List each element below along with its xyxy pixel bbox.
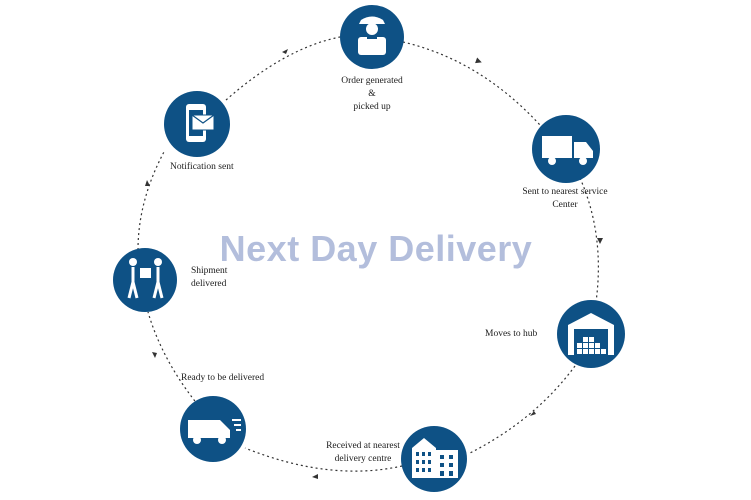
delivery-person-icon xyxy=(358,16,386,55)
connector-received-to-ready xyxy=(244,447,403,472)
delivery-van-icon xyxy=(188,419,241,444)
step-hub-label: Moves to hub xyxy=(485,329,538,339)
step-notify-node xyxy=(164,91,230,157)
handover-icon xyxy=(127,258,164,299)
arrowhead-6 xyxy=(145,180,150,186)
step-delivered-node xyxy=(113,248,177,312)
diagram-title: Next Day Delivery xyxy=(219,228,533,269)
flow-arrowheads xyxy=(145,49,603,479)
connector-delivered-to-notify xyxy=(137,149,166,251)
connector-ready-to-delivered xyxy=(147,311,199,406)
step-service-node xyxy=(532,115,600,183)
connector-service-to-hub xyxy=(579,177,599,303)
step-order-node xyxy=(340,5,404,69)
arrowhead-1 xyxy=(475,57,482,64)
step-order-label: Order generated&picked up xyxy=(341,76,403,112)
arrowhead-7 xyxy=(282,49,288,54)
connector-notify-to-order xyxy=(225,36,341,101)
step-ready-node xyxy=(180,396,246,462)
connector-order-to-service xyxy=(402,41,541,126)
arrowhead-4 xyxy=(312,474,318,479)
phone-mail-icon xyxy=(186,104,215,142)
step-notify-label: Notification sent xyxy=(170,162,234,172)
arrowhead-3 xyxy=(530,411,536,416)
truck-icon xyxy=(542,136,593,165)
step-received-node xyxy=(401,426,467,492)
arrowhead-2 xyxy=(597,238,603,244)
connector-hub-to-received xyxy=(469,365,576,454)
step-ready-label: Ready to be delivered xyxy=(181,373,265,383)
building-icon xyxy=(412,438,458,478)
arrowhead-5 xyxy=(152,352,157,358)
step-hub-node xyxy=(557,300,625,368)
flow-connectors xyxy=(137,36,599,472)
warehouse-icon xyxy=(568,313,614,355)
